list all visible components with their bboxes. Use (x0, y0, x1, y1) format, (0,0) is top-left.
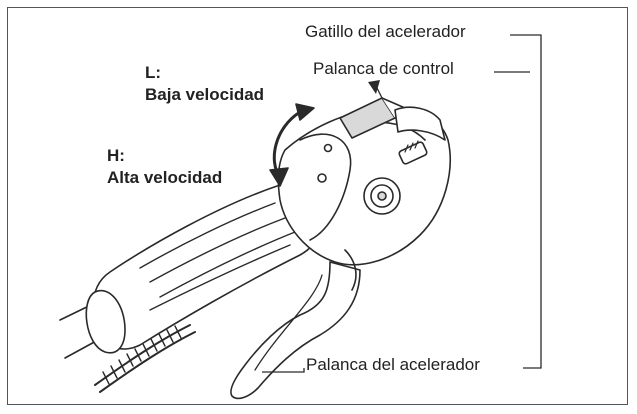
side-switch (398, 141, 428, 165)
high-speed-code: H: (107, 146, 125, 165)
high-speed-label: H: Alta velocidad (107, 145, 222, 189)
grip-end-cap (85, 289, 126, 354)
control-lever-pointer (368, 80, 380, 94)
cable-spring (94, 324, 196, 393)
low-speed-label: L: Baja velocidad (145, 62, 264, 106)
low-speed-code: L: (145, 63, 162, 82)
throttle-lever (230, 261, 361, 400)
high-speed-desc: Alta velocidad (107, 168, 223, 187)
label-throttle-lever: Palanca del acelerador (306, 355, 480, 374)
label-control-lever: Palanca de control (313, 59, 454, 78)
label-throttle-trigger: Gatillo del acelerador (305, 22, 466, 41)
low-speed-desc: Baja velocidad (145, 85, 265, 104)
trigger-pivot (344, 249, 357, 291)
leader-lines (262, 34, 542, 373)
grip-ribs (139, 202, 296, 311)
top-cylinder (394, 106, 446, 141)
housing-band (299, 133, 352, 241)
